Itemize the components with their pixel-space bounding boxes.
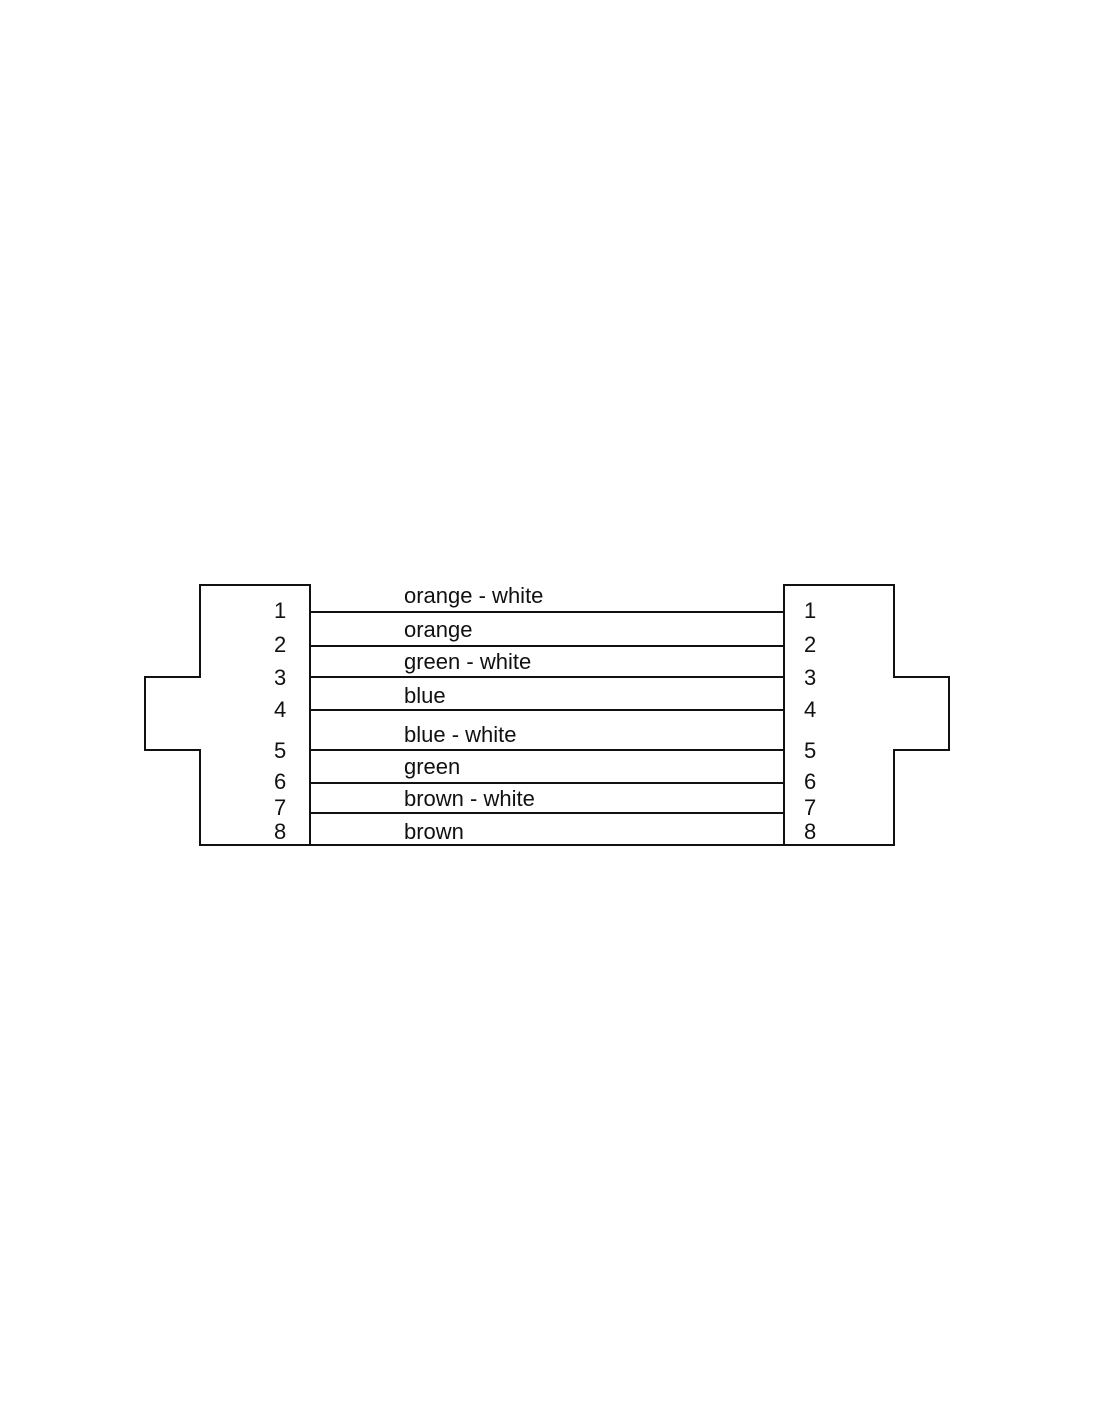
right-pin-6: 6: [804, 769, 816, 794]
wire-label-2: orange: [404, 617, 473, 642]
wire-label-7: brown - white: [404, 786, 535, 811]
left-pin-6: 6: [274, 769, 286, 794]
left-pin-3: 3: [274, 665, 286, 690]
right-pin-2: 2: [804, 632, 816, 657]
left-connector-outline: [144, 584, 311, 846]
right-pin-7: 7: [804, 795, 816, 820]
left-pin-8: 8: [274, 819, 286, 844]
wire-label-6: green: [404, 754, 460, 779]
wire-label-1: orange - white: [404, 583, 543, 608]
wire-label-4: blue: [404, 683, 446, 708]
left-pin-4: 4: [274, 697, 286, 722]
right-pin-4: 4: [804, 697, 816, 722]
left-pin-5: 5: [274, 738, 286, 763]
right-pin-5: 5: [804, 738, 816, 763]
left-pin-2: 2: [274, 632, 286, 657]
right-pin-3: 3: [804, 665, 816, 690]
right-connector-outline: [783, 584, 950, 846]
right-pin-8: 8: [804, 819, 816, 844]
wire-label-8: brown: [404, 819, 464, 844]
left-pin-7: 7: [274, 795, 286, 820]
right-pin-1: 1: [804, 598, 816, 623]
wire-label-5: blue - white: [404, 722, 517, 747]
wire-label-3: green - white: [404, 649, 531, 674]
left-pin-1: 1: [274, 598, 286, 623]
